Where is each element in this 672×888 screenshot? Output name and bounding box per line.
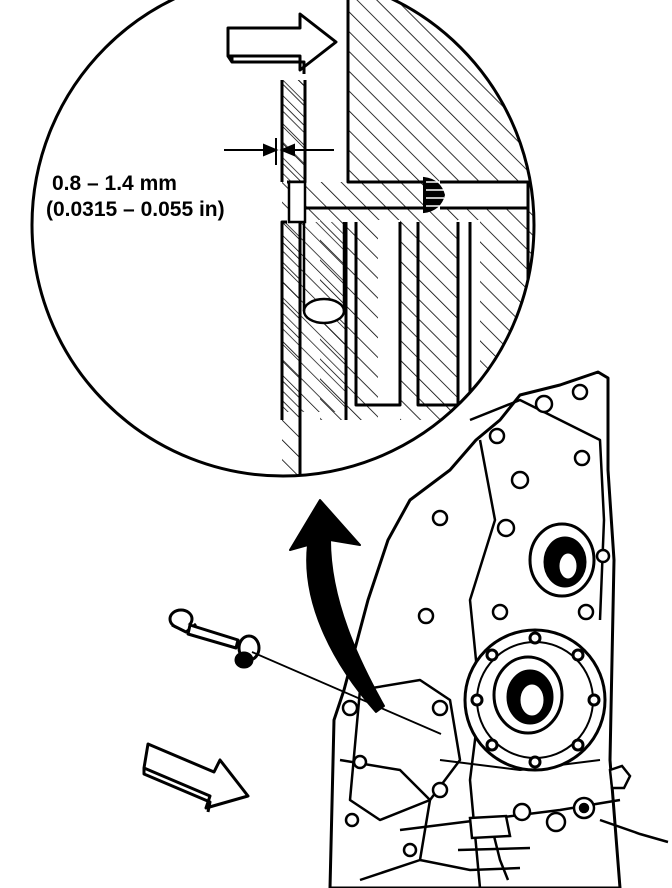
curved-arrow-icon: [289, 499, 385, 713]
crankshaft-sprocket: [463, 628, 607, 772]
lower-hardware: [419, 764, 669, 881]
bolt-and-bushing: [168, 608, 261, 669]
outline-arrow-right-icon-bottom: [142, 742, 250, 810]
cover-bolt-holes: [341, 383, 611, 858]
clearance-imperial-label: (0.0315 – 0.055 in): [46, 198, 225, 221]
installation-line: [251, 651, 442, 735]
clearance-metric-label: 0.8 – 1.4 mm: [52, 172, 177, 195]
outline-arrow-right-icon-top: [226, 12, 338, 72]
seal-rings: [423, 176, 446, 214]
cam-boss: [528, 522, 596, 598]
clearance-dimension: [224, 138, 334, 165]
detail-cross-section: [224, 0, 534, 476]
